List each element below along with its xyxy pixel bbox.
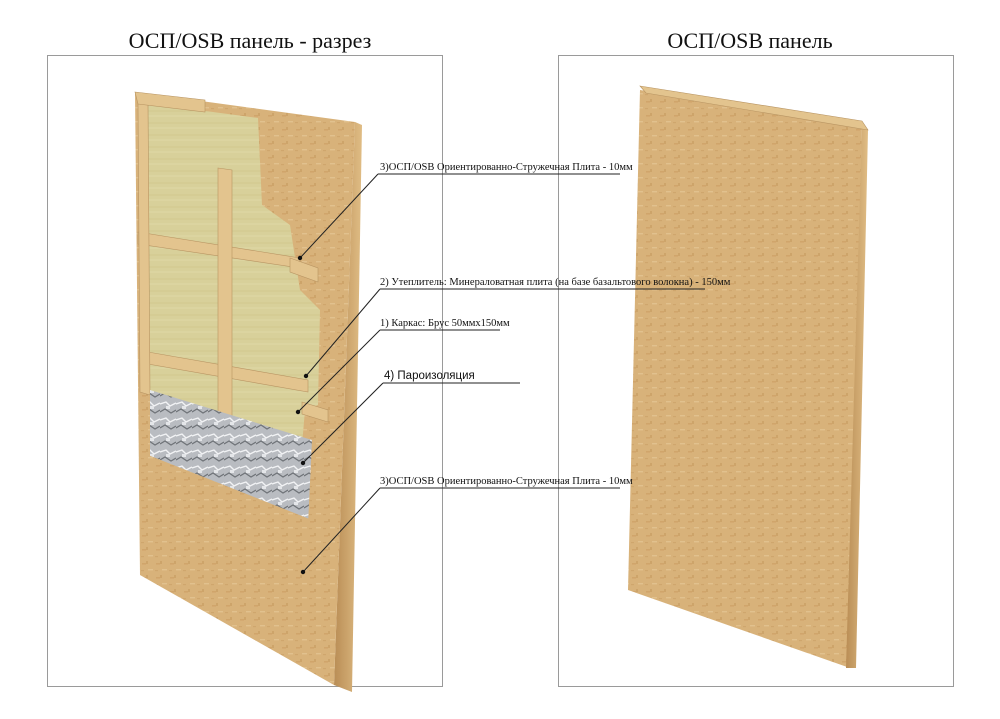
vapor-barrier-layer: [150, 390, 312, 525]
left-panel-title: ОСП/OSB панель - разрез: [128, 28, 372, 53]
callout-frame: 1) Каркас: Брус 50ммх150мм: [380, 318, 510, 329]
timber-top-plate: [134, 91, 206, 113]
panel-right-edge: [846, 125, 868, 668]
assembled-panel: [628, 85, 869, 668]
timber-end: [301, 401, 329, 423]
panel-side-edge: [334, 122, 362, 692]
leader-dots: [295, 255, 309, 575]
timber-stud: [217, 167, 233, 429]
timber-stud: [137, 101, 151, 396]
callout-osb-outer: 3)ОСП/OSB Ориентированно-Стружечная Плит…: [380, 162, 633, 173]
callout-vapor-barrier: 4) Пароизоляция: [384, 370, 475, 382]
right-panel-title: ОСП/OSB панель: [667, 28, 833, 53]
timber-end: [289, 257, 319, 283]
callout-osb-inner: 3)ОСП/OSB Ориентированно-Стружечная Плит…: [380, 476, 633, 487]
panel-top-edge: [639, 85, 869, 131]
leader-lines: [297, 173, 705, 573]
callout-insulation: 2) Утеплитель: Минераловатная плита (на …: [380, 277, 731, 288]
cutaway-panel: [134, 91, 362, 692]
osb-inner-sheet: [148, 455, 318, 640]
panel-front-face: [628, 90, 862, 668]
